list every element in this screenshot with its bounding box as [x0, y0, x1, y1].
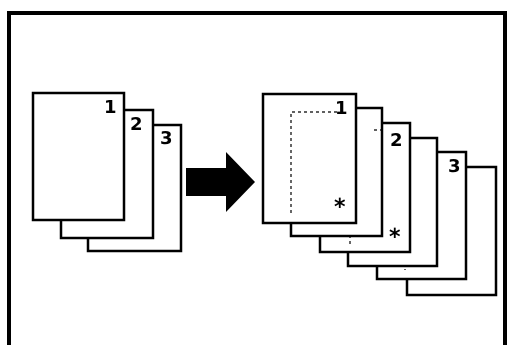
original-pages: 3 2 1	[31, 91, 183, 253]
output-page-1-mark: *	[334, 195, 346, 220]
original-page-1-number: 1	[104, 97, 117, 118]
original-page-2-number: 2	[130, 114, 143, 135]
output-page-5-number: 3	[448, 156, 461, 177]
output-page-1-number: 1	[335, 98, 348, 119]
output-pages: * 3 * 2 * 1 *	[261, 92, 498, 297]
right-arrow-icon	[186, 152, 255, 212]
output-page-1: 1 *	[261, 92, 358, 225]
original-page-3-number: 3	[160, 128, 173, 149]
output-page-2-mark: *	[389, 225, 401, 250]
output-page-3-number: 2	[390, 130, 403, 151]
original-page-1: 1	[31, 91, 126, 222]
